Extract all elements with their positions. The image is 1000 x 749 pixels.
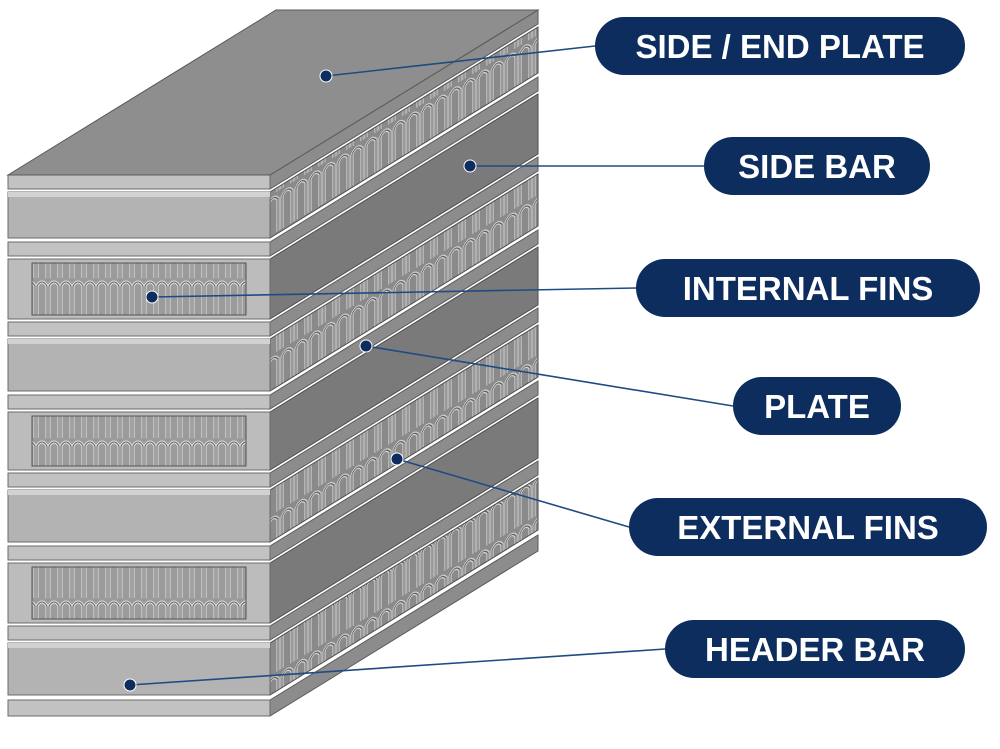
layer-fin-int xyxy=(7,93,539,320)
end-plate-top-face xyxy=(6,9,540,176)
leader-lines xyxy=(123,45,734,692)
header-bar-leader xyxy=(129,648,666,686)
plate-front-face xyxy=(7,394,271,410)
side-end-plate-dot xyxy=(319,69,333,83)
header-bar-dot xyxy=(123,678,137,692)
internal-fin-face xyxy=(31,262,247,316)
plate-front-face xyxy=(7,545,271,561)
internal-fin-face xyxy=(31,566,247,620)
layer-plate xyxy=(7,380,539,561)
side-end-plate-callout: SIDE / END PLATE xyxy=(595,17,965,75)
layer-plate xyxy=(7,156,539,337)
external-fins-pill xyxy=(629,498,987,556)
plate-front-face xyxy=(7,174,271,190)
layer-bar-ext xyxy=(7,26,539,239)
header-bar-face xyxy=(7,191,271,239)
callout-labels: SIDE / END PLATE SIDE BAR INTERNAL FINS PLA… xyxy=(595,17,987,678)
internal-fins-dot xyxy=(145,290,159,304)
side-end-plate-label: SIDE / END PLATE xyxy=(635,28,924,65)
external-fins-label: EXTERNAL FINS xyxy=(677,509,939,546)
external-fins-dot xyxy=(390,452,404,466)
header-bar-pill xyxy=(665,620,965,678)
header-bar-face xyxy=(7,489,271,543)
layer-plate xyxy=(7,229,539,410)
side-bar-callout: SIDE BAR xyxy=(704,137,930,195)
bar-highlight xyxy=(8,643,270,648)
side-bar-label: SIDE BAR xyxy=(738,148,896,185)
internal-fins-callout: INTERNAL FINS xyxy=(636,259,980,317)
header-bar-label: HEADER BAR xyxy=(705,631,925,668)
layer-bar-ext xyxy=(7,173,539,392)
plate-callout: PLATE xyxy=(733,377,901,435)
plate-front-face xyxy=(7,241,271,257)
plate-dot xyxy=(359,339,373,353)
plate-front-face xyxy=(7,699,271,717)
plate-leader xyxy=(365,345,734,407)
plate-label: PLATE xyxy=(764,388,870,425)
layer-fin-int xyxy=(7,246,539,471)
header-bar-callout: HEADER BAR xyxy=(665,620,965,678)
plate-front-face xyxy=(7,472,271,488)
bar-highlight xyxy=(8,490,270,495)
plate-pill xyxy=(733,377,901,435)
side-bar-pill xyxy=(704,137,930,195)
layer-plate xyxy=(7,307,539,488)
header-bar-face xyxy=(7,642,271,696)
external-fins-leader xyxy=(396,458,630,528)
side-bar-dot xyxy=(463,159,477,173)
internal-fins-leader xyxy=(151,287,637,298)
bar-highlight xyxy=(8,192,270,197)
external-fins-callout: EXTERNAL FINS xyxy=(629,498,987,556)
header-bar-face xyxy=(7,338,271,392)
side-end-plate-pill xyxy=(595,17,965,75)
bar-highlight xyxy=(8,339,270,344)
layer-bar-ext xyxy=(7,477,539,696)
internal-fins-pill xyxy=(636,259,980,317)
plate-fin-stack xyxy=(6,9,540,717)
layer-fin-int xyxy=(7,397,539,624)
internal-fins-label: INTERNAL FINS xyxy=(683,270,934,307)
side-end-plate-leader xyxy=(325,45,596,77)
internal-fin-face xyxy=(31,415,247,467)
layer-plate xyxy=(7,460,539,641)
layer-bar-ext xyxy=(7,324,539,543)
plate-front-face xyxy=(7,321,271,337)
layer-plate xyxy=(7,76,539,257)
plate-front-face xyxy=(7,625,271,641)
